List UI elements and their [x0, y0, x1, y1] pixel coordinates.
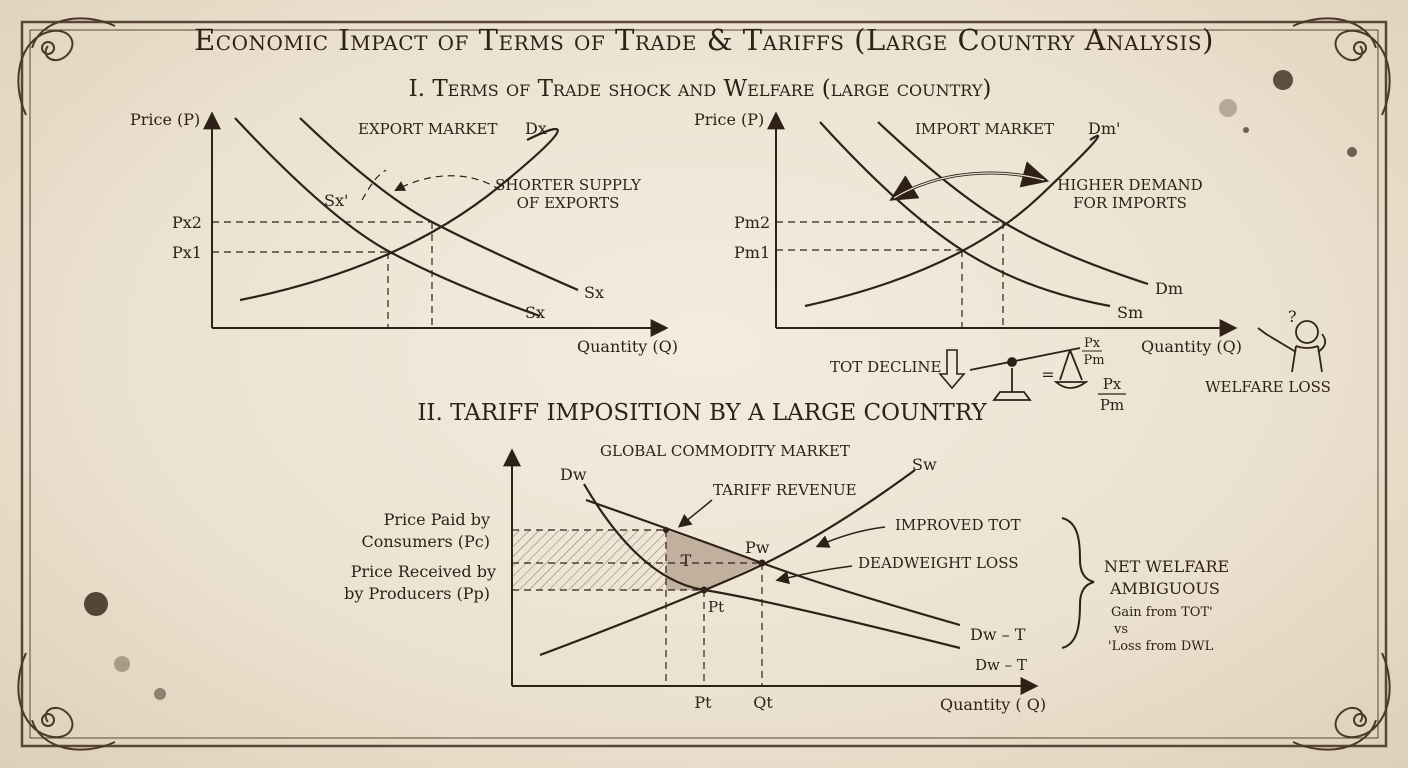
tot-small-denominator: Pm: [1083, 353, 1104, 368]
loss-from-dwl-label: 'Loss from DWL: [1108, 639, 1214, 654]
export-annotation-line1: SHORTER SUPPLY: [495, 176, 642, 194]
corner-ornament-bottom-right-icon: [1292, 652, 1391, 751]
export-supply-shifted-label: Sx': [324, 191, 348, 210]
export-annotation-line2: OF EXPORTS: [517, 194, 620, 212]
tariff-revenue-label: TARIFF REVENUE: [713, 481, 857, 499]
export-supply-label: Sx: [525, 303, 545, 322]
price-received-line2: by Producers (Pp): [344, 584, 490, 603]
tot-small-numerator: Px: [1084, 336, 1101, 351]
world-demand-lower-curve: [583, 483, 961, 650]
section2-heading: II. TARIFF IMPOSITION BY A LARGE COUNTRY: [417, 400, 987, 426]
tot-decline-label: TOT DECLINE: [830, 358, 942, 376]
import-supply-label: Sm: [1117, 303, 1143, 322]
export-shift-arrow: [394, 175, 501, 192]
price-received-line1: Price Received by: [351, 562, 496, 581]
export-x-axis-label: Quantity (Q): [577, 337, 678, 356]
export-guide-lines: [212, 221, 433, 328]
export-market-label: EXPORT MARKET: [358, 120, 497, 138]
deadweight-loss-arrow: [775, 565, 853, 585]
tariff-chart: GLOBAL COMMODITY MARKET Dw Sw TARIFF REV…: [344, 442, 1046, 714]
corner-ornament-top-right-icon: [1292, 17, 1391, 116]
export-demand-label: Dx: [525, 119, 547, 138]
world-demand-label: Dw: [560, 465, 587, 484]
poster-title: Economic Impact of Terms of Trade & Tari…: [194, 23, 1214, 57]
price-paid-line2: Consumers (Pc): [362, 532, 491, 551]
export-price-new: Px2: [172, 213, 202, 232]
down-arrow-icon: [938, 349, 966, 390]
welfare-loss-label: WELFARE LOSS: [1205, 378, 1331, 396]
export-supply-new-label: Sx: [584, 283, 604, 302]
tariff-symbol: T: [681, 551, 692, 570]
tariff-revenue-arrow: [677, 499, 713, 528]
world-price-label: Pw: [745, 538, 770, 557]
curve-dw-t-lower-label: Dw – T: [975, 656, 1027, 674]
curve-dw-t-upper-label: Dw – T: [970, 625, 1026, 644]
export-market-chart: Price (P) Quantity (Q) EXPORT MARKET Px2…: [130, 110, 678, 356]
tariff-point-label: Pt: [708, 598, 724, 616]
import-shift-arrow-inner: [893, 172, 1045, 199]
x-tick-qt: Qt: [753, 693, 773, 712]
deadweight-loss-label: DEADWEIGHT LOSS: [858, 554, 1019, 572]
net-welfare-line2: AMBIGUOUS: [1109, 579, 1220, 598]
import-annotation-line2: FOR IMPORTS: [1073, 194, 1187, 212]
improved-tot-arrow: [815, 526, 886, 548]
gain-from-tot-label: Gain from TOT': [1111, 605, 1213, 620]
improved-tot-label: IMPROVED TOT: [895, 516, 1021, 534]
tariff-guide-lines: [512, 529, 763, 686]
tariff-revenue-area: [512, 530, 666, 590]
import-annotation-line1: HIGHER DEMAND: [1057, 176, 1202, 194]
export-supply-curve: [234, 117, 541, 318]
question-mark: ?: [1288, 307, 1297, 326]
import-market-label: IMPORT MARKET: [915, 120, 1054, 138]
section1-heading: I. Terms of Trade shock and Welfare (lar…: [409, 76, 992, 102]
curly-brace-icon: [1061, 517, 1095, 649]
tot-ratio-denominator: Pm: [1100, 396, 1124, 414]
price-paid-line1: Price Paid by: [384, 510, 490, 529]
net-welfare-line1: NET WELFARE: [1104, 557, 1229, 576]
export-demand-curve: [239, 127, 559, 302]
corner-ornament-bottom-left-icon: [17, 652, 116, 751]
world-supply-label: Sw: [912, 455, 937, 474]
export-shift-tick: [361, 169, 387, 201]
vs-label: vs: [1113, 622, 1128, 637]
tariff-x-axis-label: Quantity ( Q): [940, 695, 1046, 714]
tot-equals-sign: =: [1041, 365, 1054, 384]
world-supply-curve: [539, 469, 916, 657]
ink-stains: [84, 70, 1357, 700]
global-market-label: GLOBAL COMMODITY MARKET: [600, 442, 850, 460]
import-shift-arrow: [889, 161, 1050, 201]
point-pc: [663, 527, 669, 533]
confused-person-icon: [1257, 320, 1327, 373]
net-welfare-block: NET WELFARE AMBIGUOUS Gain from TOT' vs …: [1061, 517, 1229, 654]
corner-ornament-top-left-icon: [17, 17, 116, 116]
point-pt: [700, 586, 708, 594]
deadweight-loss-area: [666, 530, 762, 590]
import-price-old: Pm1: [734, 243, 770, 262]
tot-decline-row: TOT DECLINE = Px Pm Px Pm ? WELFARE LOSS: [830, 307, 1331, 414]
tot-ratio-numerator: Px: [1103, 375, 1122, 393]
x-tick-pt: Pt: [694, 693, 712, 712]
import-supply-curve: [804, 134, 1100, 308]
import-market-chart: Price (P) Quantity (Q) IMPORT MARKET Pm2…: [694, 110, 1242, 356]
import-guide-lines: [776, 221, 1004, 328]
ornate-frame: [17, 17, 1391, 751]
import-price-new: Pm2: [734, 213, 770, 232]
export-y-axis-label: Price (P): [130, 110, 200, 129]
import-x-axis-label: Quantity (Q): [1141, 337, 1242, 356]
import-demand-new-label: Dm': [1088, 119, 1120, 138]
import-y-axis-label: Price (P): [694, 110, 764, 129]
import-demand-label: Dm: [1155, 279, 1183, 298]
import-demand-curve: [819, 121, 1111, 308]
point-pw: [758, 559, 766, 567]
export-price-old: Px1: [172, 243, 202, 262]
balance-scale-icon: [969, 347, 1089, 401]
